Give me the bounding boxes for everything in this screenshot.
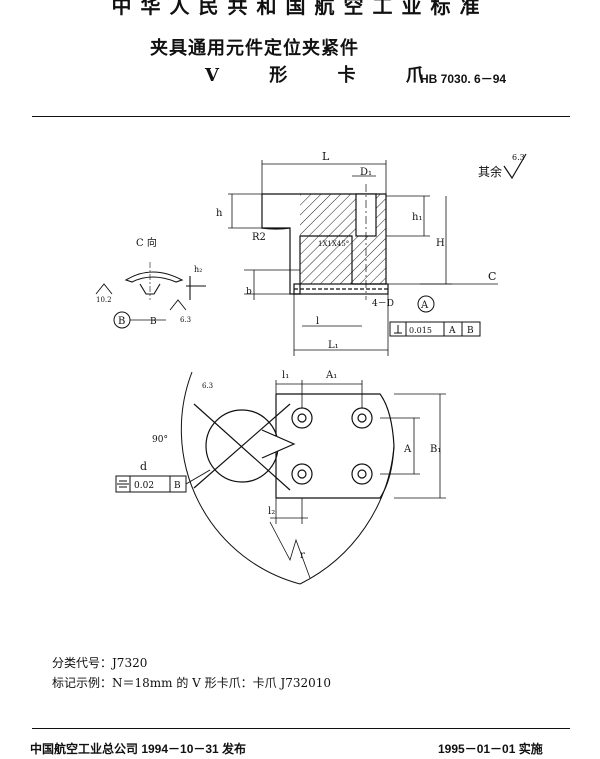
- c-view-B: B: [150, 317, 157, 327]
- label-R2: R2: [252, 232, 266, 243]
- label-chamfer: 1X1X45°: [318, 240, 349, 248]
- dim-A: A: [403, 444, 412, 455]
- technical-drawing: 其余 6.3 L: [95, 150, 527, 585]
- surface-value: 6.3: [512, 153, 525, 162]
- dim-L1: L₁: [328, 340, 339, 351]
- dim-l: l: [316, 316, 319, 327]
- document-title-line1: 夹具通用元件定位夹紧件: [150, 38, 359, 59]
- publisher-date: 中国航空工业总公司 1994－10－31 发布: [30, 742, 247, 756]
- dim-B1: B₁: [430, 444, 441, 455]
- front-view: [261, 184, 389, 300]
- dim-b: b: [246, 287, 252, 297]
- tol-perpendicularity: 0.015: [409, 326, 432, 335]
- surface-note: 其余: [478, 164, 502, 179]
- footer-rule: [32, 728, 570, 729]
- c-view: [124, 262, 206, 300]
- dim-H: H: [436, 238, 445, 249]
- frame-datum-B: B: [467, 326, 474, 336]
- angle-90: 90°: [152, 435, 168, 445]
- label-C: C: [488, 270, 496, 283]
- datum-A: A: [420, 300, 429, 311]
- view-c-label: C 向: [136, 236, 157, 249]
- dim-h1: h₁: [412, 212, 422, 223]
- tol-symmetry: 0.02: [134, 481, 154, 491]
- header-rule: [32, 116, 570, 117]
- frame-datum-A: A: [448, 326, 456, 336]
- dim-A1: A₁: [325, 370, 337, 381]
- label-d: d: [140, 460, 147, 473]
- sym-datum-B: B: [174, 481, 181, 491]
- top-view: [180, 371, 395, 585]
- dim-l2: l₂: [268, 506, 275, 517]
- dim-D1: D₁: [360, 167, 372, 178]
- dim-L: L: [322, 150, 330, 163]
- standard-body-header: 中华人民共和国航空工业标准: [111, 0, 489, 18]
- dim-l1: l₁: [282, 370, 289, 381]
- marking-example: 标记示例：N＝18mm 的 V 形卡爪：卡爪 J732010: [52, 676, 332, 690]
- roughness-label-2: 6.3: [180, 316, 191, 324]
- radius-r: r: [300, 550, 305, 561]
- standard-number: HB 7030. 6－94: [420, 72, 507, 86]
- effective-date: 1995－01－01 实施: [438, 742, 543, 756]
- roughness-label-3: 6.3: [202, 382, 213, 390]
- roughness-label-1: 10.2: [96, 296, 112, 304]
- dim-h: h: [216, 208, 223, 219]
- dim-h2: h₂: [194, 265, 202, 274]
- classification-code: 分类代号：J7320: [52, 656, 148, 670]
- datum-B-c-view: B: [118, 316, 125, 327]
- document-title-line2: V 形 卡 爪: [205, 65, 446, 86]
- section-label: 4－D: [372, 299, 394, 309]
- roughness-symbol: [503, 153, 527, 180]
